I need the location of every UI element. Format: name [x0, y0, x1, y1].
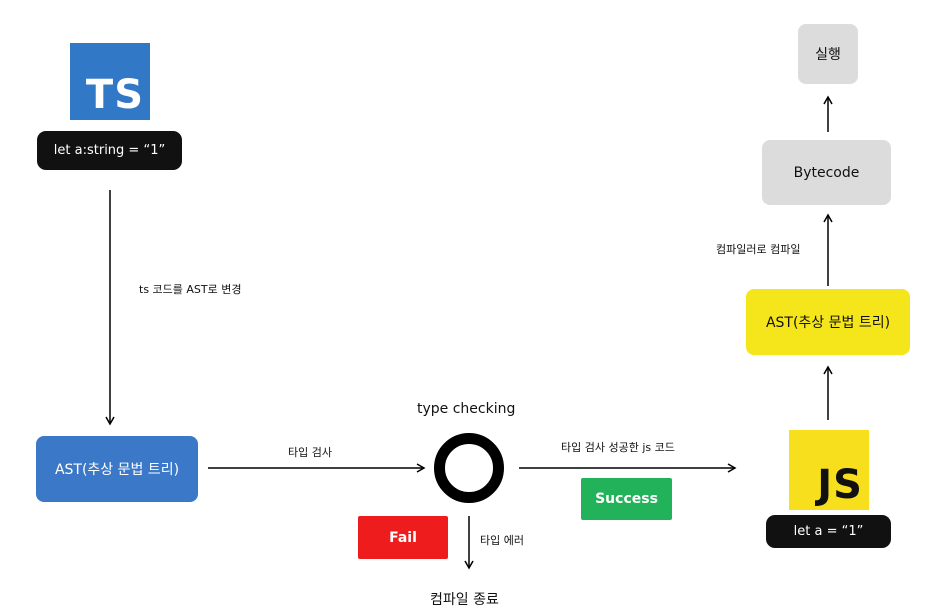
compile-end-label: 컴파일 종료: [430, 592, 499, 608]
ast-left-box: AST(추상 문법 트리): [36, 436, 198, 502]
bytecode-box: Bytecode: [762, 140, 891, 205]
fail-badge: Fail: [358, 516, 448, 559]
javascript-logo-text: JS: [817, 462, 863, 508]
typescript-logo-text: TS: [85, 72, 144, 118]
ast-right-box: AST(추상 문법 트리): [746, 289, 910, 355]
execute-text: 실행: [815, 47, 841, 63]
type-check-ring: [434, 433, 504, 503]
step-compiler-label: 컴파일러로 컴파일: [716, 243, 801, 256]
ast-left-text: AST(추상 문법 트리): [54, 462, 180, 478]
step-typecheck-label: 타입 검사: [288, 446, 332, 459]
type-checking-title: type checking: [417, 401, 516, 417]
ts-code-box: let a:string = “1”: [37, 131, 182, 170]
ts-code-text: let a:string = “1”: [53, 143, 166, 158]
step-success-label: 타입 검사 성공한 js 코드: [561, 441, 675, 454]
bytecode-text: Bytecode: [793, 164, 860, 181]
step-parse-label: ts 코드를 AST로 변경: [139, 283, 242, 296]
typescript-logo-icon: TS: [70, 43, 150, 120]
ast-right-text: AST(추상 문법 트리): [765, 315, 891, 331]
js-code-text: let a = “1”: [793, 524, 864, 539]
success-badge: Success: [581, 478, 672, 520]
step-type-error-label: 타입 에러: [480, 534, 524, 547]
javascript-logo-icon: JS: [789, 430, 869, 510]
js-code-box: let a = “1”: [766, 515, 891, 548]
execute-box: 실행: [798, 24, 858, 84]
